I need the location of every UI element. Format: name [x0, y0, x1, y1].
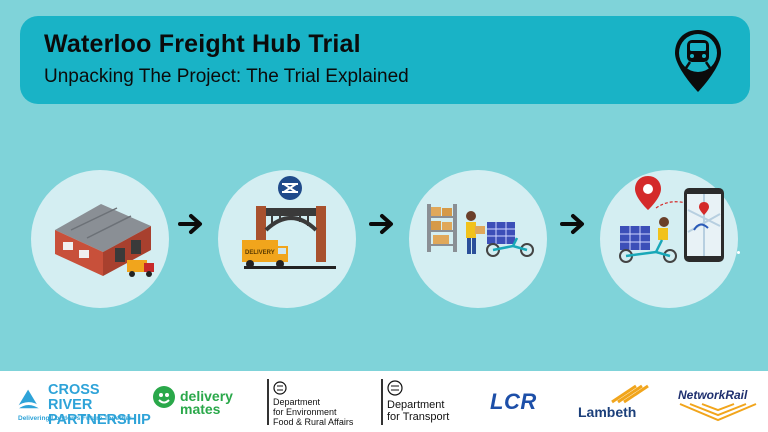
logo-lambeth: Lambeth	[578, 379, 658, 425]
logo-lcr: LCR	[490, 379, 550, 425]
warehouse-with-van-icon	[55, 204, 154, 277]
dft-line2: for Transport	[387, 411, 450, 423]
delivery-mates-line2: mates	[180, 401, 221, 417]
dft-name: Department for Transport	[387, 399, 449, 423]
crp-title: CROSS RIVER PARTNERSHIP	[48, 382, 151, 428]
logo-delivery-mates: delivery mates	[152, 379, 242, 425]
page-title: Waterloo Freight Hub Trial	[44, 30, 361, 58]
royal-crest-icon	[387, 380, 403, 396]
header-banner: Waterloo Freight Hub Trial Unpacking The…	[20, 16, 750, 104]
logo-cross-river-partnership: CROSS RIVER PARTNERSHIP Delivering Londo…	[8, 379, 151, 428]
defra-name: Department for Environment Food & Rural …	[273, 397, 353, 427]
train-location-pin-icon	[675, 30, 721, 92]
arrow-right-icon	[560, 214, 584, 234]
delivery-mates-icon	[153, 386, 175, 408]
railway-station-arch-with-van-icon: DELIVERY	[242, 176, 336, 269]
lcr-wordmark: LCR	[490, 389, 537, 414]
defra-line1: Department	[273, 397, 321, 407]
van-label: DELIVERY	[245, 250, 275, 256]
network-rail-wordmark: NetworkRail	[678, 388, 748, 402]
cargo-bike-with-map-app-icon	[619, 176, 724, 263]
partner-logos-footer: CROSS RIVER PARTNERSHIP Delivering Londo…	[0, 371, 768, 432]
crp-bridge-icon	[15, 389, 42, 410]
royal-crest-icon	[273, 381, 287, 395]
lambeth-swoosh-icon	[611, 384, 649, 404]
logo-network-rail: NetworkRail	[678, 379, 764, 425]
logo-department-for-transport: Department for Transport	[381, 379, 471, 425]
page-subtitle: Unpacking The Project: The Trial Explain…	[44, 66, 409, 87]
network-rail-chevrons-icon	[679, 403, 757, 422]
crp-tagline: Delivering London's Future Together	[18, 415, 132, 422]
step-warehouse	[31, 170, 169, 308]
step-sorting	[409, 170, 547, 308]
defra-line3: Food & Rural Affairs	[273, 417, 354, 427]
step-last-mile-delivery	[600, 170, 738, 308]
shelving-worker-cargo-bike-icon	[427, 204, 534, 257]
arrow-right-icon	[178, 214, 202, 234]
dft-line1: Department	[387, 399, 445, 411]
defra-line2: for Environment	[273, 407, 337, 417]
lambeth-wordmark: Lambeth	[578, 404, 637, 420]
step-railway-station: DELIVERY	[218, 170, 356, 308]
dft-divider	[381, 379, 383, 425]
arrow-right-icon	[369, 214, 393, 234]
defra-divider	[267, 379, 269, 425]
logo-defra: Department for Environment Food & Rural …	[267, 379, 367, 427]
decorative-dot	[737, 251, 740, 254]
delivery-mates-wordmark: delivery mates	[180, 388, 233, 417]
delivery-mates-line1: delivery	[180, 388, 233, 404]
